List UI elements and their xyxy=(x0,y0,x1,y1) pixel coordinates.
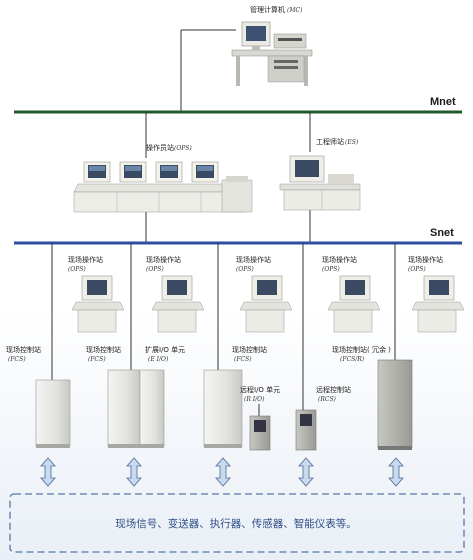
eio-label: 扩展I/O 单元 xyxy=(145,345,185,354)
arrow-4 xyxy=(298,457,314,487)
field-ops-1: 现场操作站 (OPS) xyxy=(51,243,125,380)
ops-main-label: 操作员站 xyxy=(146,143,174,152)
fcs-2-label: 现场控制站 xyxy=(86,345,121,354)
operator-station-console: 操作员站 (OPS) xyxy=(73,112,253,243)
mc-sub: (MC) xyxy=(287,7,303,14)
fcs-3-sub: (FCS) xyxy=(234,356,252,363)
mnet-label: Mnet xyxy=(430,96,456,108)
field-ops-4-sub: (OPS) xyxy=(322,266,340,273)
remote-io-unit: 远程I/O 单元 (R I/O) xyxy=(240,385,280,451)
field-signal-text: 现场信号、变送器、执行器、传感器、智能仪表等。 xyxy=(115,517,357,530)
field-ops-3: 现场操作站 (OPS) xyxy=(217,243,293,380)
remote-control-station: 远程控制站 (RCS) xyxy=(295,385,351,451)
ops-main-sub: (OPS) xyxy=(174,145,192,152)
mc-label: 管理计算机 xyxy=(250,5,285,14)
fcs-1-label: 现场控制站 xyxy=(6,345,41,354)
es-sub: (ES) xyxy=(345,139,359,146)
arrow-2 xyxy=(126,457,142,487)
arrow-5 xyxy=(388,457,404,487)
arrow-1 xyxy=(40,457,56,487)
field-ops-1-sub: (OPS) xyxy=(68,266,86,273)
rcs-sub: (RCS) xyxy=(318,396,337,403)
management-computer: 管理计算机 (MC) xyxy=(180,5,313,112)
field-ops-4-label: 现场操作站 xyxy=(322,255,357,264)
fcsr-sub: (FCS/R) xyxy=(340,356,365,363)
fcs-1-sub: (FCS) xyxy=(8,356,26,363)
field-ops-1-label: 现场操作站 xyxy=(68,255,103,264)
fcs-3: 现场控制站 (FCS) xyxy=(203,345,267,448)
rio-label: 远程I/O 单元 xyxy=(240,385,280,394)
rio-sub: (R I/O) xyxy=(244,396,265,403)
field-ops-5-sub: (OPS) xyxy=(408,266,426,273)
field-ops-4: 现场操作站 (OPS) xyxy=(302,243,381,410)
es-label: 工程师站 xyxy=(316,137,344,146)
fcs-1: 现场控制站 (FCS) xyxy=(6,345,71,448)
arrow-3 xyxy=(215,457,231,487)
field-ops-2-sub: (OPS) xyxy=(146,266,164,273)
expansion-io-unit: 扩展I/O 单元 (E I/O) xyxy=(139,345,185,448)
field-ops-2-label: 现场操作站 xyxy=(146,255,181,264)
fcs-redundant: 现场控制站( 冗余 ) (FCS/R) xyxy=(332,345,413,450)
fcs-3-label: 现场控制站 xyxy=(232,345,267,354)
field-ops-3-sub: (OPS) xyxy=(236,266,254,273)
field-signal-box xyxy=(9,493,465,553)
field-ops-5: 现场操作站 (OPS) xyxy=(394,243,465,360)
snet-label: Snet xyxy=(430,227,454,239)
fcs-2: 现场控制站 (FCS) xyxy=(86,345,141,448)
rcs-label: 远程控制站 xyxy=(316,385,351,394)
signal-arrows xyxy=(40,457,404,487)
eio-sub: (E I/O) xyxy=(148,356,169,363)
field-ops-5-label: 现场操作站 xyxy=(408,255,443,264)
fcsr-label: 现场控制站( 冗余 ) xyxy=(332,345,391,354)
engineer-station: 工程师站 (ES) xyxy=(279,112,361,243)
field-ops-3-label: 现场操作站 xyxy=(236,255,271,264)
fcs-2-sub: (FCS) xyxy=(88,356,106,363)
field-ops-2: 现场操作站 (OPS) xyxy=(130,243,205,380)
